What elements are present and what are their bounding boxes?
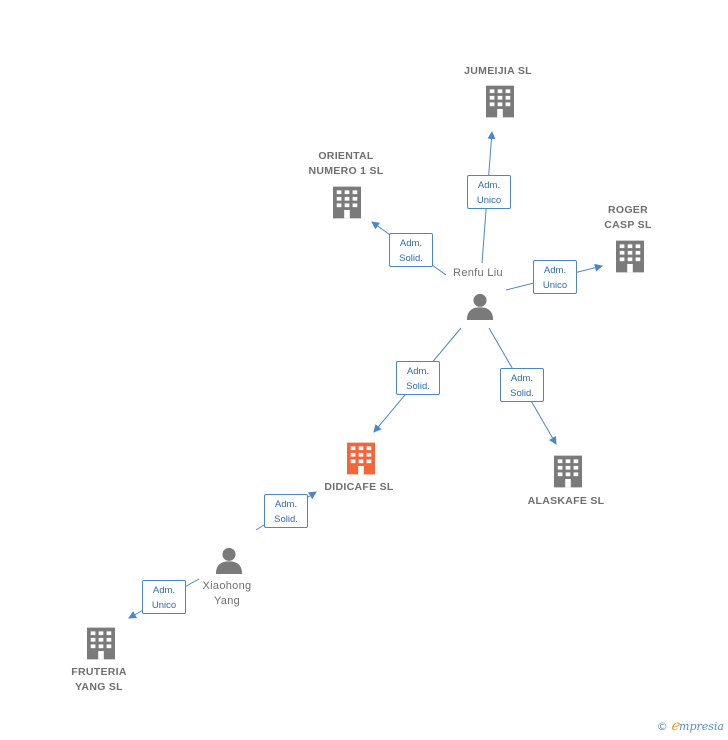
copyright-symbol: © [656, 720, 668, 733]
person-icon[interactable] [466, 293, 494, 320]
edge-role-line1: Adm. [510, 373, 534, 384]
brand-initial: ℯ [670, 718, 680, 734]
node-label-xiaohong[interactable]: Xiaohong Yang [202, 580, 252, 607]
node-label-didicafe[interactable]: DIDICAFE SL [324, 481, 394, 493]
node-label-jumeijia[interactable]: JUMEIJIA SL [464, 65, 532, 77]
edge-label-renfu-jumeijia[interactable]: Adm. Unico [467, 175, 511, 209]
node-label-oriental[interactable]: ORIENTAL NUMERO 1 SL [308, 150, 384, 177]
edge-role-line1: Adm. [152, 585, 176, 596]
edge-label-xiaohong-didicafe[interactable]: Adm. Solid. [264, 494, 308, 528]
brand-logo: ©ℯmpresia [657, 718, 724, 734]
edge-role-line1: Adm. [477, 180, 501, 191]
edge-role-line2: Unico [476, 195, 502, 206]
brand-name: mpresia [679, 720, 724, 733]
edge-role-line1: Adm. [274, 499, 298, 510]
edge-label-renfu-alaskafe[interactable]: Adm. Solid. [500, 368, 544, 402]
node-label-alaskafe[interactable]: ALASKAFE SL [527, 495, 605, 507]
edge-role-line2: Solid. [399, 253, 423, 264]
focus-company-building-icon[interactable] [347, 442, 375, 475]
company-building-icon[interactable] [486, 85, 514, 118]
edge-role-line2: Unico [151, 600, 177, 611]
edge-role-line2: Unico [542, 280, 568, 291]
edge-label-renfu-roger[interactable]: Adm. Unico [533, 260, 577, 294]
edge-role-line2: Solid. [510, 388, 534, 399]
company-building-icon[interactable] [87, 627, 115, 660]
edge-role-line2: Solid. [274, 514, 298, 525]
person-icon[interactable] [215, 547, 243, 574]
edge-label-renfu-didicafe[interactable]: Adm. Solid. [396, 361, 440, 395]
edge-role-line2: Solid. [406, 381, 430, 392]
node-label-renfu[interactable]: Renfu Liu [453, 267, 503, 279]
node-label-roger[interactable]: ROGER CASP SL [604, 204, 652, 231]
edge-role-line1: Adm. [406, 366, 430, 377]
edge-role-line1: Adm. [543, 265, 567, 276]
node-label-fruteria[interactable]: FRUTERIA YANG SL [71, 666, 127, 693]
company-building-icon[interactable] [616, 240, 644, 273]
company-building-icon[interactable] [333, 186, 361, 219]
edge-label-xiaohong-fruteria[interactable]: Adm. Unico [142, 580, 186, 614]
edge-role-line1: Adm. [399, 238, 423, 249]
company-building-icon[interactable] [554, 455, 582, 488]
edge-label-renfu-oriental[interactable]: Adm. Solid. [389, 233, 433, 267]
